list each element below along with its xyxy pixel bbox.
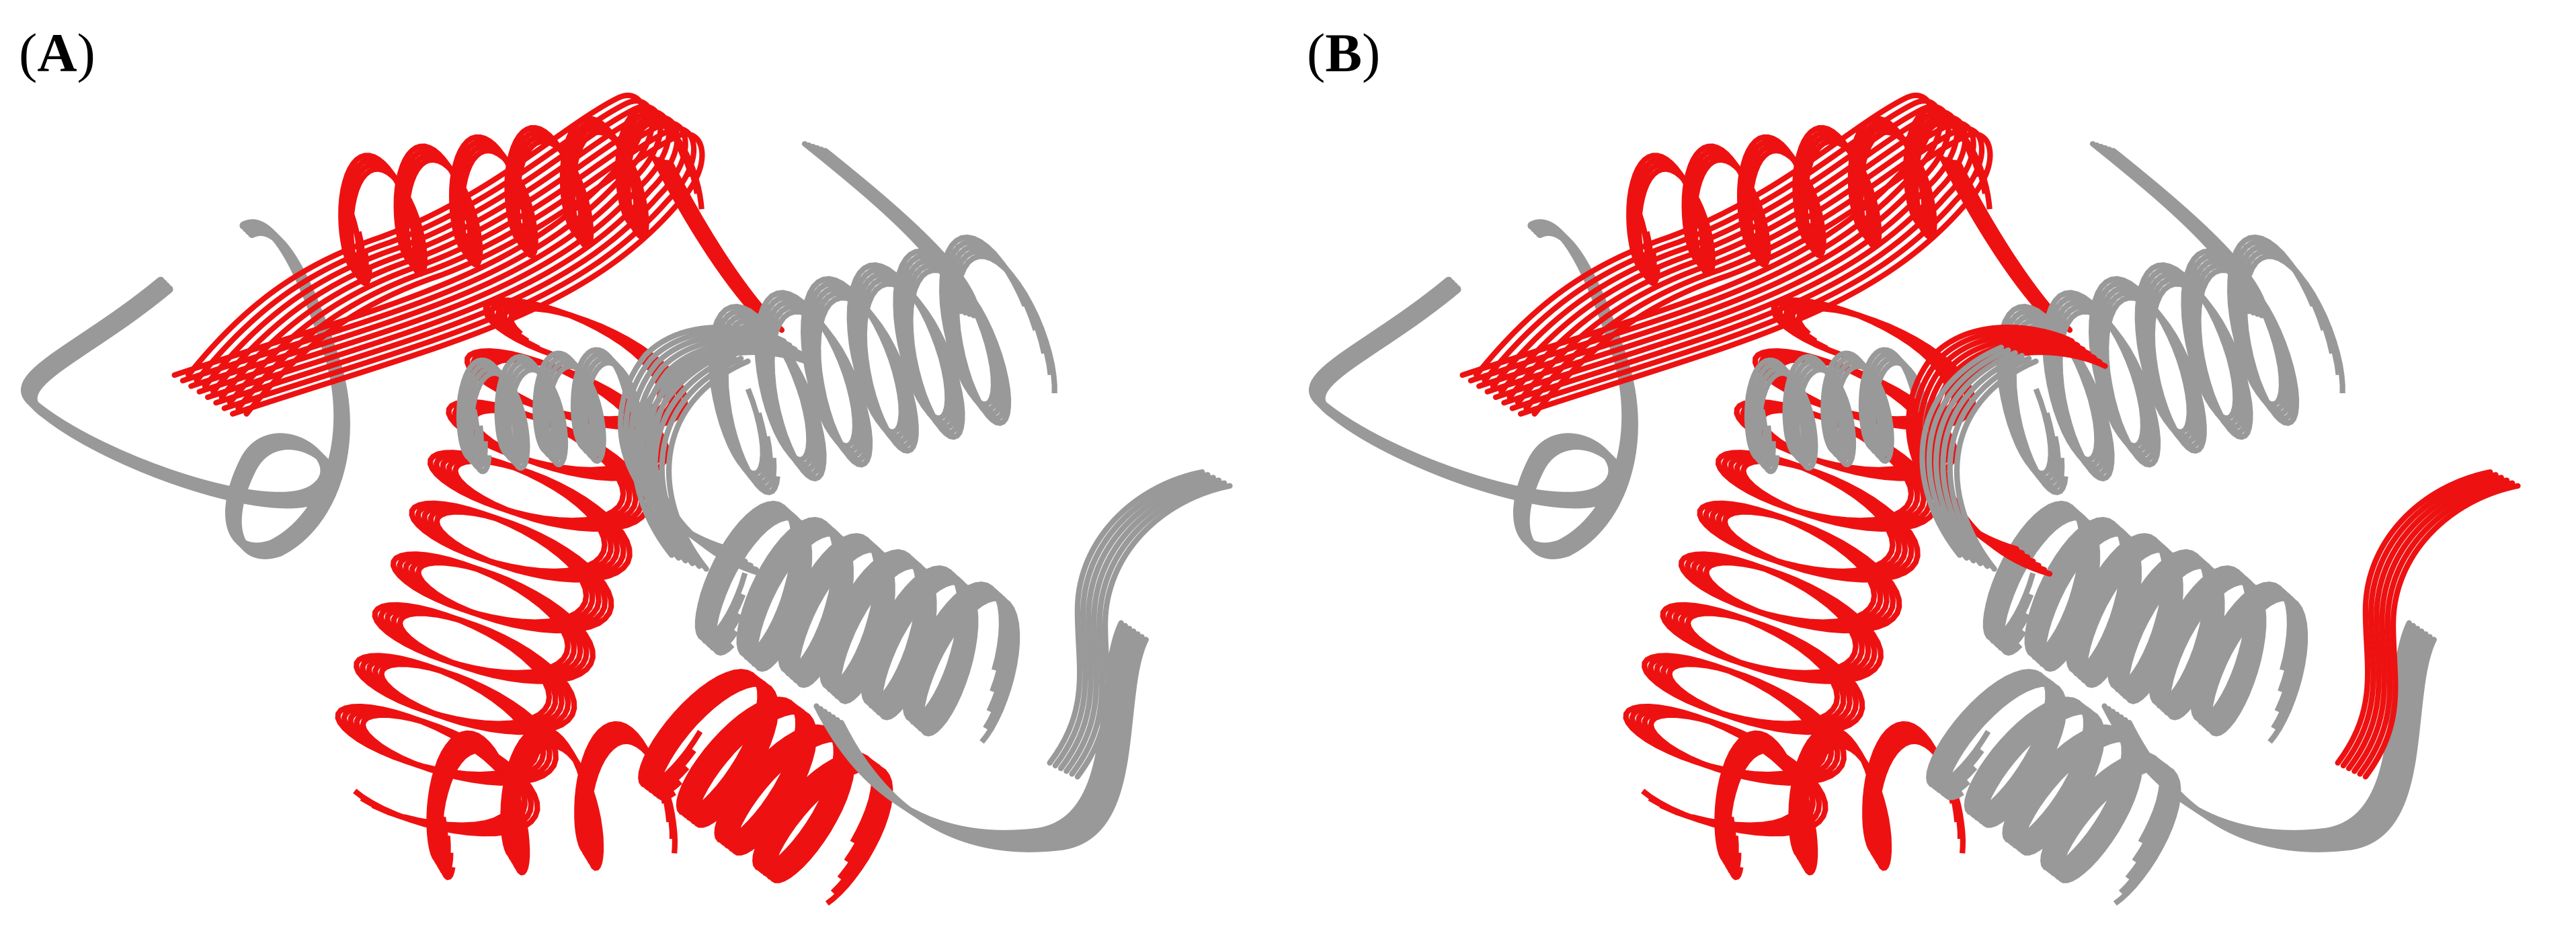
bottom-red-helix-strand <box>1720 729 1960 872</box>
panel-a: (A) <box>19 22 1233 906</box>
bottom-red-helix-strand <box>434 734 676 876</box>
right-gray-helix-upper-strand <box>719 248 1053 491</box>
far-right-twist-strand <box>1047 469 1205 766</box>
top-right-strand <box>2089 140 2269 320</box>
center-left-arc-strand <box>631 344 717 558</box>
center-left-arc <box>1919 344 2039 572</box>
central-gray-helix-strand <box>468 360 645 475</box>
top-right-strand-strand <box>2110 148 2269 320</box>
far-right-twist-strand <box>1069 480 1227 777</box>
right-gray-helix-upper-strand <box>723 253 1057 495</box>
top-right-strand-strand <box>822 148 981 320</box>
bottom-center-helix-strand <box>642 672 881 875</box>
bottom-red-helix <box>1714 721 1966 881</box>
bottom-red-helix <box>426 721 678 881</box>
central-gray-helix <box>1744 347 1933 475</box>
center-left-arc-strand <box>1940 353 2025 567</box>
center-left-arc-strand <box>645 350 730 564</box>
right-gray-helix-middle-strand <box>1998 515 2308 744</box>
top-right-strand <box>801 140 981 320</box>
bottom-red-helix-strand <box>432 729 672 872</box>
center-left-arc-strand <box>1919 344 2005 558</box>
bottom-right-ribbon <box>813 620 1149 852</box>
far-right-twist <box>2335 469 2521 780</box>
far-right-twist <box>1047 469 1233 780</box>
right-gray-helix-middle-strand <box>694 500 1005 723</box>
central-gray-helix-strand <box>1756 360 1933 475</box>
protein-structure-b <box>1309 92 2521 906</box>
center-left-arc-strand <box>652 353 737 567</box>
central-gray-helix <box>456 347 645 475</box>
far-right-twist-strand <box>1063 477 1222 774</box>
center-left-arc-strand <box>666 358 751 572</box>
bottom-center-helix <box>638 669 893 906</box>
bottom-red-helix-strand <box>1724 738 1966 881</box>
right-gray-helix-middle-strand <box>702 508 1012 730</box>
central-gray-helix-strand <box>1752 355 1929 471</box>
bottom-right-ribbon-strand <box>2126 637 2437 852</box>
right-gray-helix-middle-strand <box>710 515 1020 744</box>
protein-structure-a <box>21 92 1233 906</box>
right-gray-helix-middle-strand <box>1986 504 2296 727</box>
far-right-twist-strand <box>1074 483 1233 780</box>
central-gray-helix-strand <box>464 355 641 471</box>
center-left-arc <box>631 344 751 572</box>
center-left-arc-strand <box>659 356 744 569</box>
far-right-twist-strand <box>1052 472 1211 769</box>
bottom-center-helix-strand <box>1930 672 2169 875</box>
top-red-sheet-strand <box>1467 98 1943 384</box>
far-right-twist-strand <box>2340 472 2499 769</box>
bottom-red-helix-strand <box>1722 734 1964 876</box>
top-red-sheet-strand <box>1459 92 1935 378</box>
center-left-arc-strand <box>638 347 723 561</box>
bottom-center-helix <box>1926 669 2181 906</box>
panel-label-b: (B) <box>1307 22 1381 83</box>
bottom-center-helix-strand <box>654 681 893 906</box>
panel-b: (B) <box>1288 0 2576 933</box>
bottom-right-ribbon <box>2101 620 2437 852</box>
right-gray-helix-upper-strand <box>2007 248 2341 491</box>
bottom-center-helix-strand <box>1942 681 2181 906</box>
right-gray-helix-middle-strand <box>1990 508 2300 730</box>
right-gray-helix-middle-strand <box>1995 511 2304 733</box>
bottom-center-helix-strand <box>638 669 877 872</box>
bottom-right-ribbon-strand <box>838 637 1149 852</box>
right-gray-helix-upper <box>1996 234 2345 495</box>
right-gray-helix-middle-strand <box>707 511 1016 733</box>
right-gray-helix-upper-strand <box>2011 253 2345 495</box>
top-red-sheet-strand <box>179 98 655 384</box>
central-gray-helix-strand <box>460 351 635 466</box>
top-red-sheet-strand <box>188 104 663 389</box>
top-red-sheet-strand <box>1476 104 1951 389</box>
far-right-twist-strand <box>1058 475 1216 772</box>
top-red-helix-strand <box>1636 120 1993 286</box>
right-gray-helix-middle-strand <box>698 504 1008 727</box>
far-right-twist-strand <box>2335 469 2493 766</box>
bottom-red-helix-strand <box>426 721 662 863</box>
right-gray-helix-middle-strand <box>1982 500 2293 723</box>
center-left-arc-strand <box>1947 356 2032 569</box>
top-red-helix <box>338 106 705 286</box>
right-gray-helix-upper <box>708 234 1057 495</box>
top-red-helix-strand <box>348 120 705 286</box>
center-left-arc-strand <box>1933 350 2018 564</box>
far-right-twist-strand <box>2351 477 2510 774</box>
far-right-twist-strand <box>2362 483 2521 780</box>
center-left-arc-strand <box>1926 347 2011 561</box>
bottom-red-helix-strand <box>1714 721 1950 863</box>
bottom-center-helix-strand <box>1926 669 2165 872</box>
top-red-sheet-strand <box>171 92 647 378</box>
top-red-helix <box>1626 106 1993 286</box>
panel-label-a: (A) <box>19 22 95 83</box>
center-left-arc-strand <box>1954 358 2039 572</box>
central-gray-helix-strand <box>1748 351 1923 466</box>
far-right-twist-strand <box>2346 475 2504 772</box>
right-gray-helix-middle <box>694 500 1020 744</box>
bottom-red-helix-strand <box>436 738 678 881</box>
right-gray-helix-middle <box>1982 500 2308 744</box>
far-right-twist-strand <box>2357 480 2515 777</box>
